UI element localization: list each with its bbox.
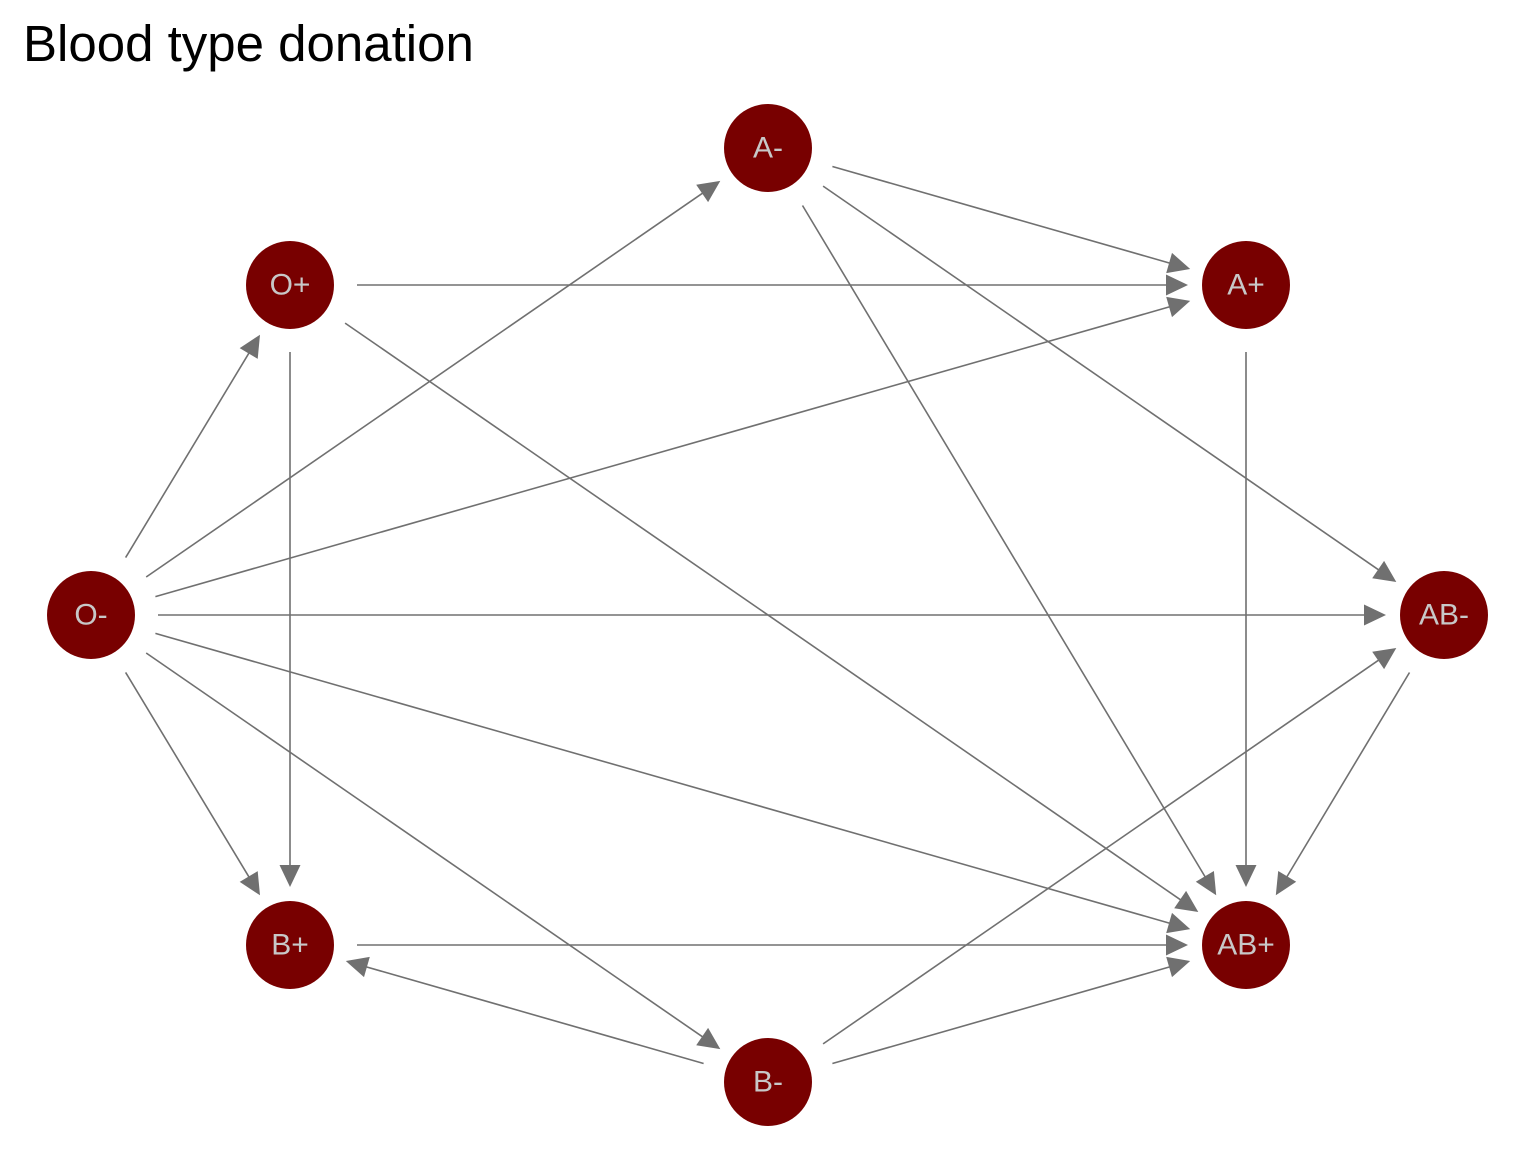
node-apos: A+ [1202,241,1290,329]
edge-oneg-to-abpos [155,632,1191,934]
arrowhead [1166,296,1191,318]
edge-abneg-to-abpos [1275,672,1411,896]
edge-bpos-to-abpos [357,934,1188,956]
edge-oneg-to-abneg [158,604,1386,626]
node-circle [246,901,334,989]
node-oneg: O- [47,571,135,659]
edge-line [155,305,1172,598]
edge-line [155,632,1172,925]
arrowhead [1166,274,1188,296]
edge-line [822,185,1381,572]
edge-line [145,652,705,1039]
node-circle [47,571,135,659]
node-circle [1202,901,1290,989]
edge-line [364,965,704,1065]
arrowhead [1235,865,1257,887]
edge-oneg-to-opos [124,334,260,559]
edge-oneg-to-bneg [145,652,721,1050]
node-circle [1400,571,1488,659]
diagram-title: Blood type donation [23,15,474,72]
node-label: B- [753,1066,783,1099]
arrowhead [1195,871,1217,896]
node-abpos: AB+ [1202,901,1290,989]
arrowhead [1275,871,1297,896]
edge-line [801,205,1207,879]
arrowhead [1372,560,1397,582]
edge-apos-to-abpos [1235,352,1257,887]
node-label: AB- [1419,599,1469,632]
edge-aneg-to-apos [832,165,1191,274]
node-circle [246,241,334,329]
edge-aneg-to-abneg [822,185,1397,582]
arrowhead [239,871,260,896]
edge-bneg-to-abneg [822,648,1397,1045]
arrowhead [696,1027,721,1050]
edge-oneg-to-aneg [145,180,721,578]
node-label: O+ [270,269,311,302]
arrowhead [279,865,301,887]
arrowhead [1174,890,1199,912]
edge-bneg-to-abpos [832,956,1191,1065]
node-label: AB+ [1217,929,1275,962]
node-label: A- [753,132,783,165]
node-label: O- [74,599,107,632]
arrowhead [1166,912,1191,934]
node-abneg: AB- [1400,571,1488,659]
arrowhead [239,334,260,359]
edge-line [145,191,705,578]
edge-opos-to-bpos [279,352,301,887]
edge-bneg-to-bpos [345,956,704,1065]
edge-line [124,671,251,879]
node-aneg: A- [724,104,812,192]
edge-oneg-to-apos [155,296,1191,598]
node-bneg: B- [724,1038,812,1126]
arrowhead [1166,934,1188,956]
edge-line [124,351,251,559]
edge-line [1285,672,1411,879]
edge-aneg-to-abpos [801,205,1217,896]
node-bpos: B+ [246,901,334,989]
arrowhead [696,180,721,203]
arrowhead [1364,604,1386,626]
node-circle [1202,241,1290,329]
node-opos: O+ [246,241,334,329]
edge-oneg-to-bpos [124,671,260,896]
nodes-layer: A- O+ A+ O- AB- B+ AB+ B- [47,104,1488,1126]
edges-layer [124,165,1411,1065]
edge-line [822,658,1381,1045]
arrowhead [1166,956,1191,978]
edge-line [344,322,1183,902]
edge-line [832,165,1172,265]
arrowhead [1372,648,1397,670]
edge-opos-to-abpos [344,322,1199,912]
node-circle [724,1038,812,1126]
node-circle [724,104,812,192]
node-label: A+ [1227,269,1265,302]
edge-line [832,965,1172,1065]
edge-opos-to-apos [357,274,1188,296]
arrowhead [345,956,370,978]
node-label: B+ [271,929,309,962]
arrowhead [1166,252,1191,274]
